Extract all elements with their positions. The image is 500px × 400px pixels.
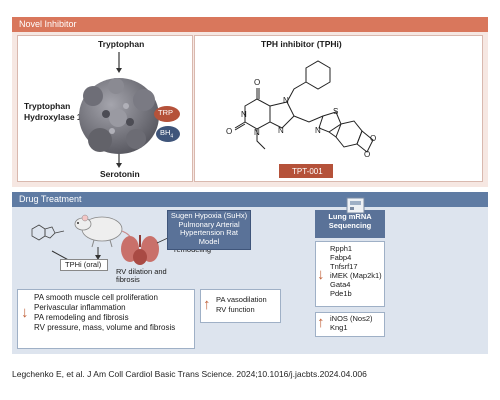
rat-icon bbox=[74, 214, 133, 248]
bh4-badge bbox=[156, 126, 180, 142]
atom-n5: N bbox=[315, 126, 321, 135]
enzyme-label-line2: Hydroxylase 1 bbox=[24, 112, 82, 122]
trp-badge bbox=[154, 106, 180, 122]
gene-down-6: Pde1b bbox=[330, 289, 352, 298]
model-box-label: Sugen Hypoxia (SuHx) Pulmonary Arterial … bbox=[170, 211, 248, 246]
gene-down-2: Fabp4 bbox=[330, 253, 352, 262]
enzyme-blob bbox=[79, 78, 159, 154]
gene-down-5: Gata4 bbox=[330, 280, 351, 289]
tphi-oral-box bbox=[60, 259, 108, 271]
gene-down-1: Rpph1 bbox=[330, 244, 353, 253]
genes-up-arrow: ↑ bbox=[317, 314, 325, 331]
decrease-item-3: PA remodeling and fibrosis bbox=[34, 313, 129, 322]
mini-molecule-icon bbox=[31, 224, 65, 241]
novel-inhibitor-header: Novel Inhibitor bbox=[12, 17, 488, 32]
lung-seq-title: Lung mRNA Sequencing bbox=[328, 212, 372, 230]
genes-down-arrow: ↓ bbox=[317, 266, 325, 283]
enzyme-illustration bbox=[79, 52, 180, 168]
compound-badge bbox=[279, 164, 333, 178]
gene-up-2: Kng1 bbox=[330, 323, 348, 332]
atom-n2: N bbox=[254, 128, 260, 137]
sequencer-device-icon bbox=[346, 197, 365, 214]
atom-o2: O bbox=[226, 127, 233, 136]
gene-down-3: Tnfsrf17 bbox=[330, 262, 358, 271]
enzyme-label-line1: Tryptophan bbox=[24, 101, 71, 111]
heart-icon bbox=[133, 249, 147, 265]
tphi-oral-label: TPHi (oral) bbox=[65, 260, 102, 269]
decrease-box bbox=[17, 289, 195, 349]
bh4-badge-label: BH4 bbox=[160, 128, 174, 140]
drug-treatment-header: Drug Treatment bbox=[12, 192, 488, 207]
atom-o1: O bbox=[254, 78, 261, 87]
atom-n1: N bbox=[241, 110, 247, 119]
gene-down-4: iMEK (Map2k1) bbox=[330, 271, 382, 280]
genes-down-box bbox=[315, 241, 385, 307]
increase-item-2: RV function bbox=[216, 305, 255, 314]
gene-up-1: iNOS (Nos2) bbox=[330, 314, 373, 323]
atom-n3: N bbox=[283, 96, 289, 105]
increase-box bbox=[200, 289, 281, 323]
atom-n4: N bbox=[278, 126, 284, 135]
novel-inhibitor-panel: Novel Inhibitor Tryptophan Tryptophan Hy… bbox=[12, 17, 488, 187]
compound-label: TPT-001 bbox=[292, 167, 323, 176]
tphi-title: TPH inhibitor (TPHi) bbox=[261, 39, 342, 49]
enzyme-box: Tryptophan Tryptophan Hydroxylase 1 Sero… bbox=[17, 35, 193, 182]
tryptophan-label: Tryptophan bbox=[98, 39, 145, 49]
bh4-text: BH bbox=[160, 128, 171, 137]
increase-item-1: PA vasodilation bbox=[216, 295, 267, 304]
genes-up-box bbox=[315, 312, 385, 337]
decrease-item-1: PA smooth muscle cell proliferation bbox=[34, 293, 158, 302]
rv-label: RV dilation and fibrosis bbox=[116, 267, 167, 284]
bh4-subscript: 4 bbox=[170, 133, 174, 140]
decrease-arrow: ↓ bbox=[21, 304, 29, 321]
atom-o3: O bbox=[370, 134, 377, 143]
atom-s: S bbox=[333, 107, 339, 116]
trp-badge-label: TRP bbox=[158, 108, 173, 117]
treatment-illustration bbox=[31, 214, 171, 265]
decrease-item-2: Perivascular inflammation bbox=[34, 303, 126, 312]
tphi-structure bbox=[234, 60, 374, 153]
atom-o4: O bbox=[364, 150, 371, 159]
serotonin-label: Serotonin bbox=[100, 169, 140, 179]
increase-arrow: ↑ bbox=[203, 296, 211, 313]
decrease-item-4: RV pressure, mass, volume and fibrosis bbox=[34, 323, 176, 332]
citation: Legchenko E, et al. J Am Coll Cardiol Ba… bbox=[12, 369, 367, 379]
lung-seq-title-box bbox=[315, 210, 385, 238]
tphi-box: TPH inhibitor (TPHi) O O N N N N N S O bbox=[194, 35, 483, 182]
model-box bbox=[167, 210, 251, 250]
drug-treatment-panel: Drug Treatment bbox=[12, 192, 488, 354]
